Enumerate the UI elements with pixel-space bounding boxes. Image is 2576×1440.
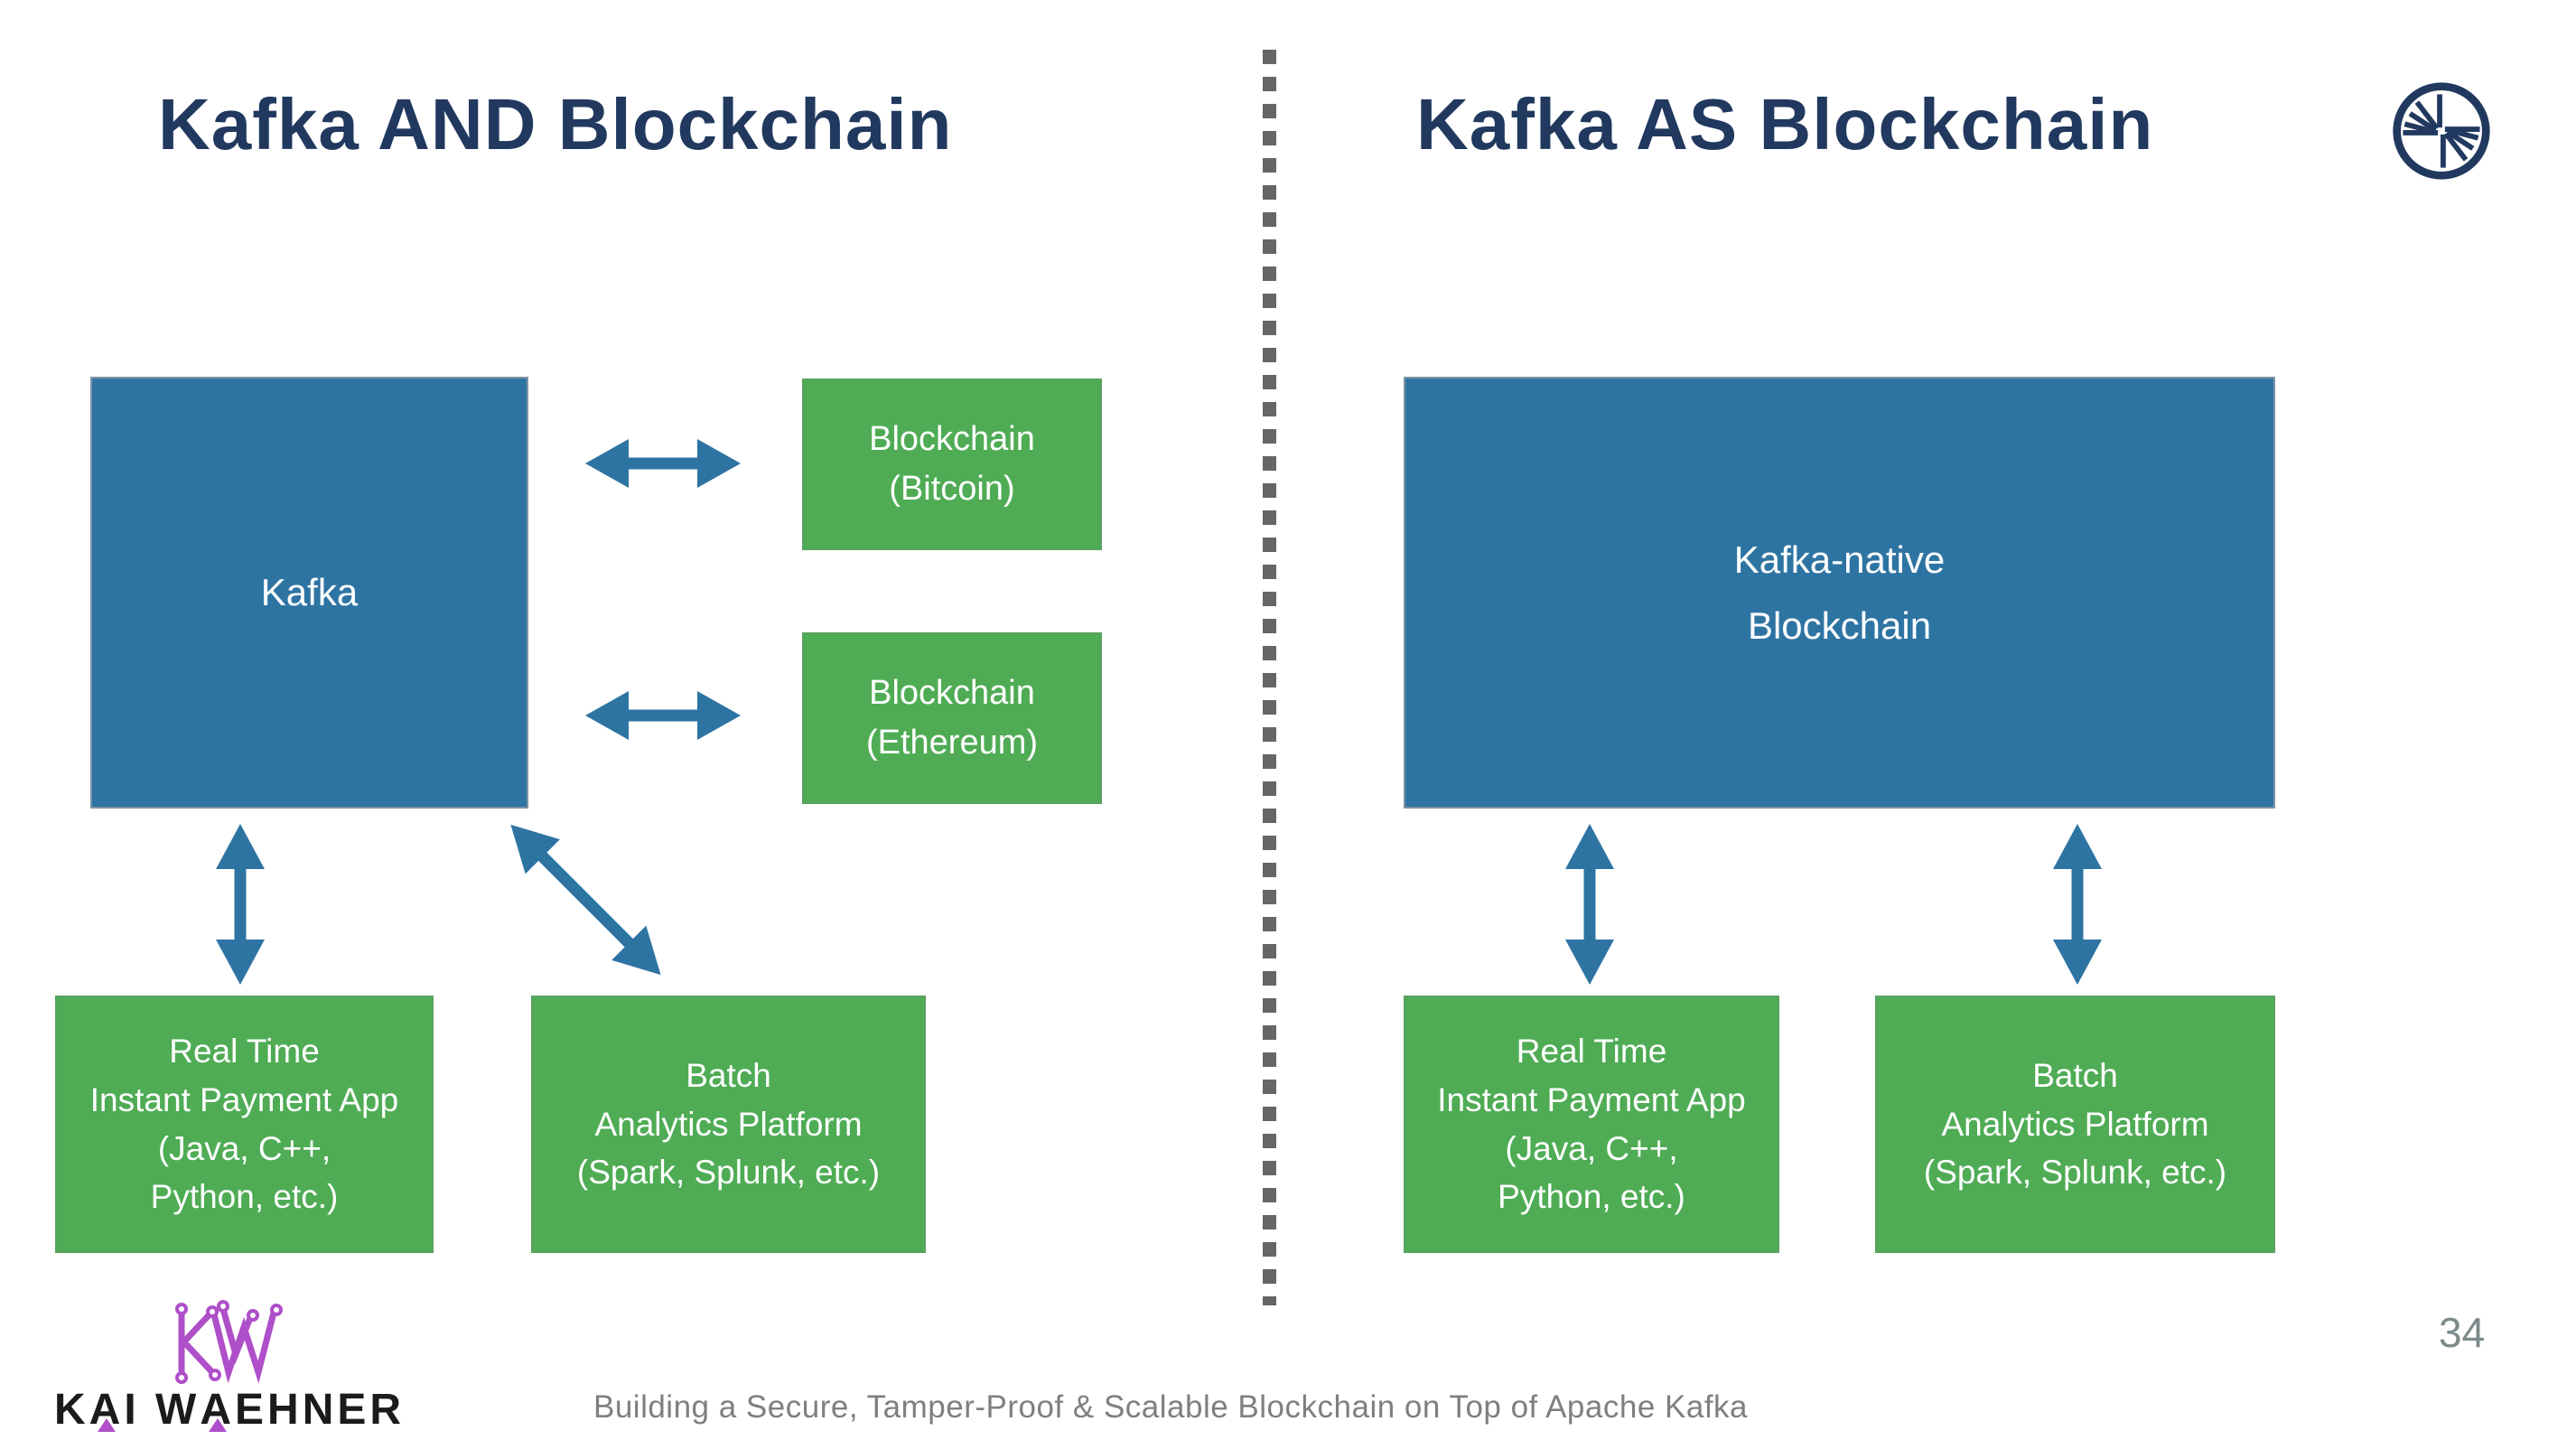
double-arrow-kafka-realtime [213,824,267,985]
realtime-payment-app-box-right: Real Time Instant Payment App (Java, C++… [1404,996,1779,1253]
double-arrow-kafka-bitcoin [585,436,741,491]
blockchain-bitcoin-box: Blockchain (Bitcoin) [802,379,1102,550]
kafka-native-blockchain-box: Kafka-native Blockchain [1404,377,2275,809]
left-title: Kafka AND Blockchain [158,84,953,164]
right-title: Kafka AS Blockchain [1416,84,2154,164]
brand-wordmark: KAI WAEHNER [54,1386,406,1434]
kw-monogram-icon [175,1300,283,1384]
kafka-box: Kafka [90,377,528,809]
batch-analytics-box-left: Batch Analytics Platform (Spark, Splunk,… [531,996,926,1253]
batch-analytics-box-right: Batch Analytics Platform (Spark, Splunk,… [1875,996,2275,1253]
double-arrow-kafka-batch [491,806,680,995]
realtime-payment-app-box-left: Real Time Instant Payment App (Java, C++… [55,996,434,1253]
page-number: 34 [2439,1309,2486,1356]
double-arrow-kafka-ethereum [585,688,741,743]
dotted-divider [1263,50,1276,1305]
footer-caption: Building a Secure, Tamper-Proof & Scalab… [593,1389,1749,1425]
double-arrow-kafkanative-realtime [1563,824,1617,985]
blockchain-ethereum-box: Blockchain (Ethereum) [802,632,1102,804]
double-arrow-kafkanative-batch [2050,824,2105,985]
confluent-logo-icon [2393,82,2490,180]
